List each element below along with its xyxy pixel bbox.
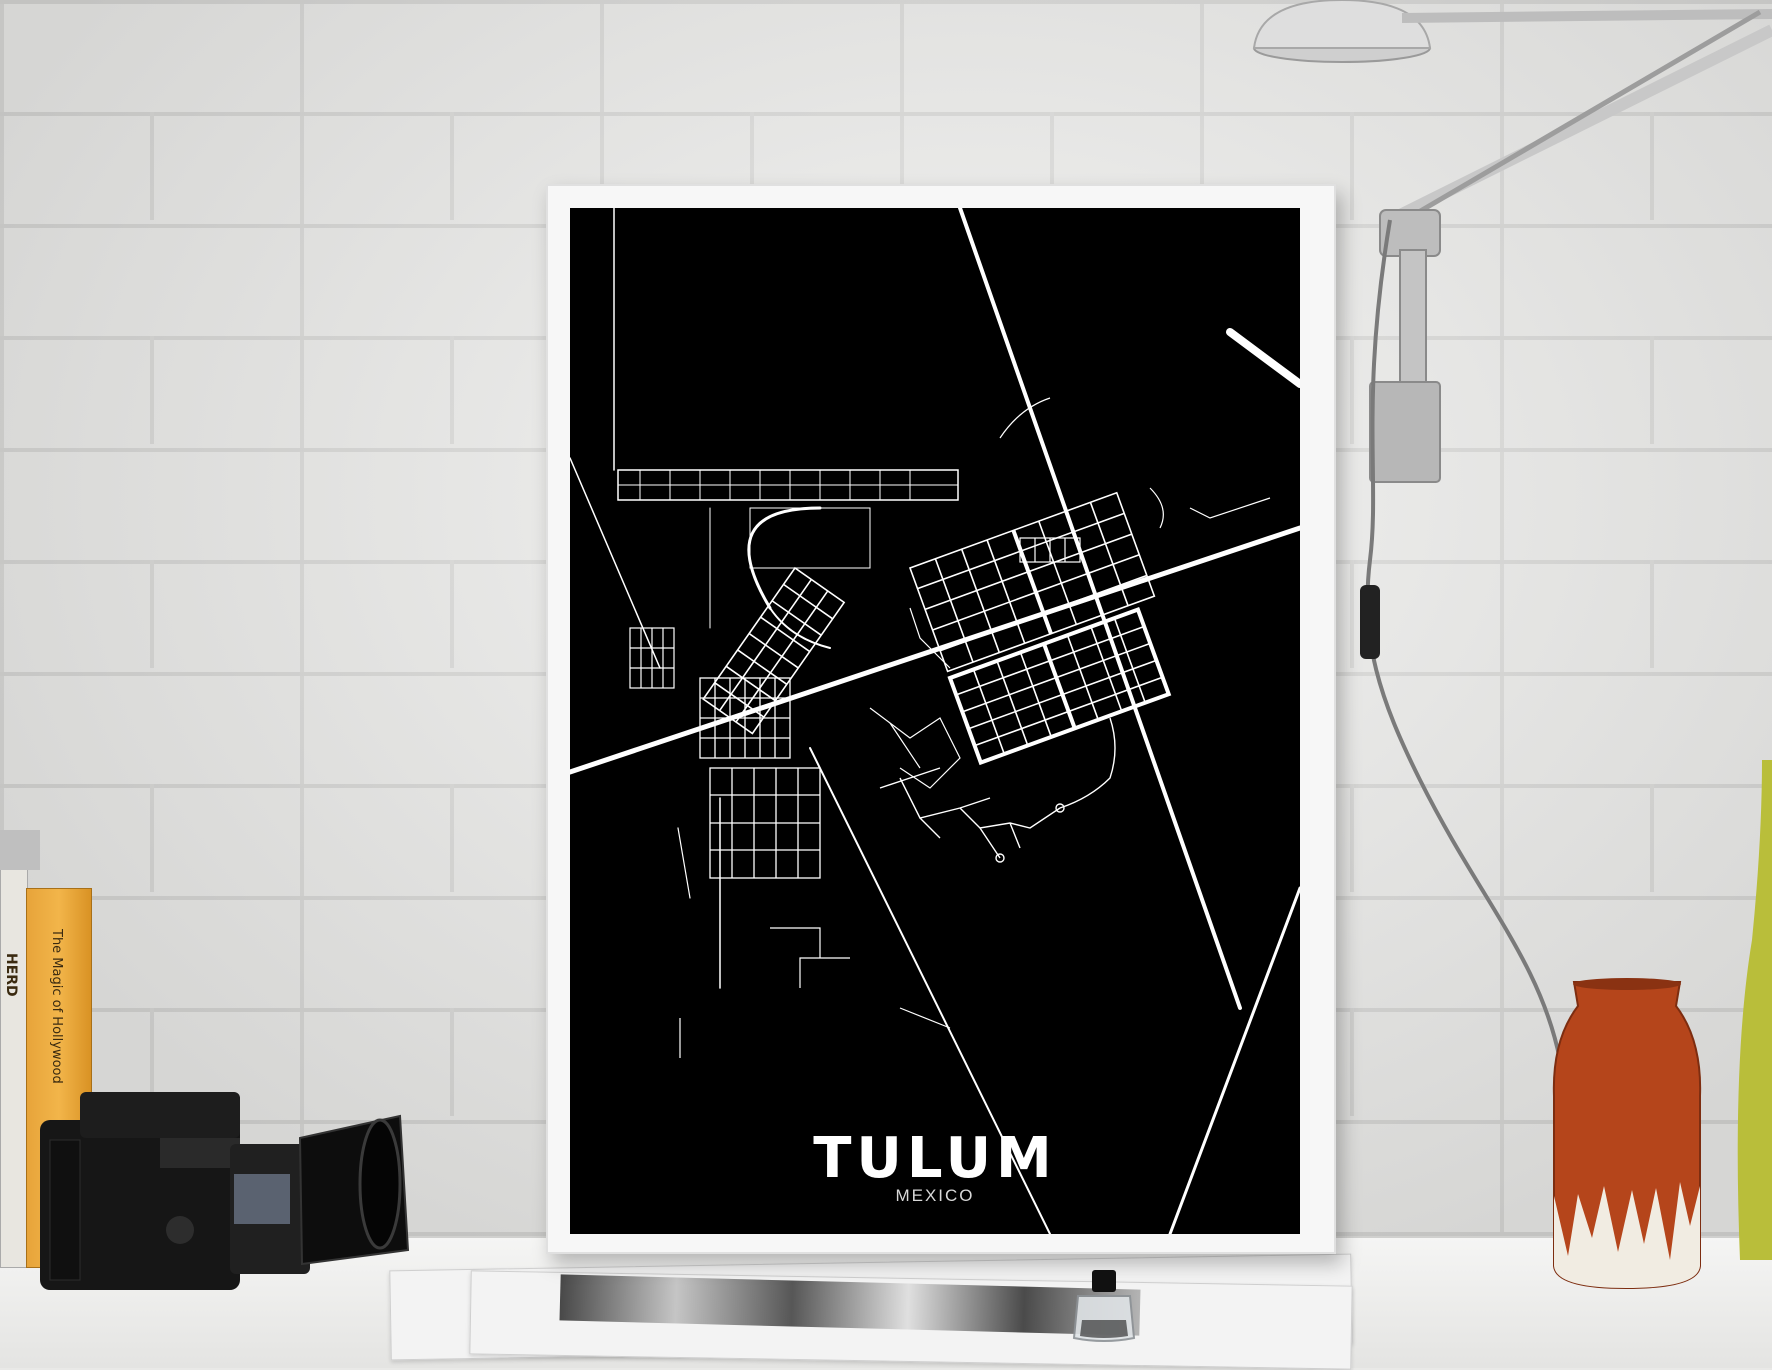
coastal-road	[1168, 886, 1300, 1234]
book-spine-title: HERD	[3, 953, 19, 997]
country-label: MEXICO	[895, 1186, 975, 1205]
desk-lamp-icon	[1252, 0, 1772, 1060]
camera-icon	[40, 1092, 410, 1290]
airstrip	[1226, 328, 1300, 388]
map-poster: TULUM MEXICO	[570, 208, 1300, 1234]
street-map	[570, 208, 1300, 1234]
book	[0, 830, 40, 870]
book: HERD	[0, 862, 28, 1268]
city-title: TULUM	[813, 1126, 1057, 1191]
poster-frame: TULUM MEXICO	[546, 184, 1336, 1254]
green-vase-icon	[1737, 760, 1772, 1260]
ink-bottle-icon	[1072, 1270, 1136, 1342]
vase-icon	[1552, 978, 1702, 1290]
main-highway	[570, 525, 1300, 775]
book-spine-title: The Magic of Hollywood	[49, 929, 64, 1084]
